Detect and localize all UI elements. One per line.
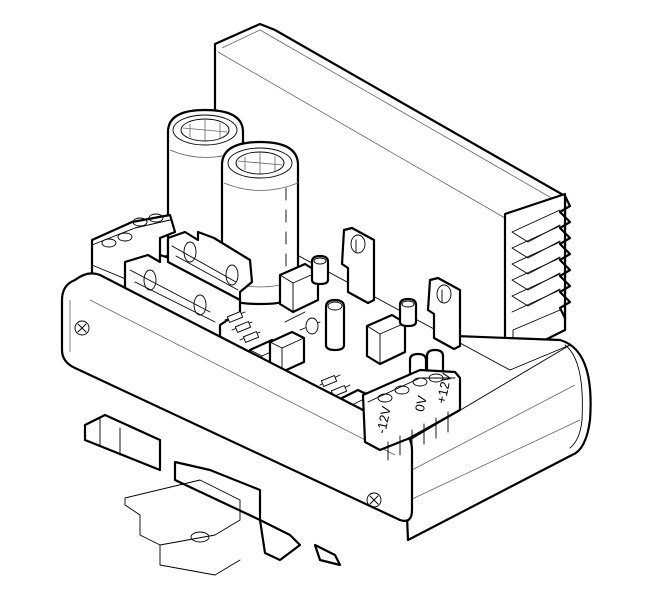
fuse-holder-2 [166,230,254,302]
enclosure-side-panel [60,272,414,522]
trim-potentiometer-1 [278,262,320,314]
small-capacitors [310,254,445,384]
voltage-regulator-2 [426,276,462,351]
output-terminal-block: -12V 0V +12V [361,368,462,461]
trim-potentiometer-2 [365,313,407,366]
terminal-screw-1 [377,393,393,403]
terminal-screw-4 [428,373,444,383]
voltage-regulator-1 [340,226,376,305]
terminal-label-pos12v: +12V [433,371,454,404]
terminal-screw-3 [412,377,428,387]
terminal-label-0v: 0V [412,394,430,413]
terminal-screw-2 [394,385,410,395]
din-rail-clip [83,413,342,576]
heatsink [213,22,572,392]
terminal-label-neg12v: -12V [373,405,393,435]
